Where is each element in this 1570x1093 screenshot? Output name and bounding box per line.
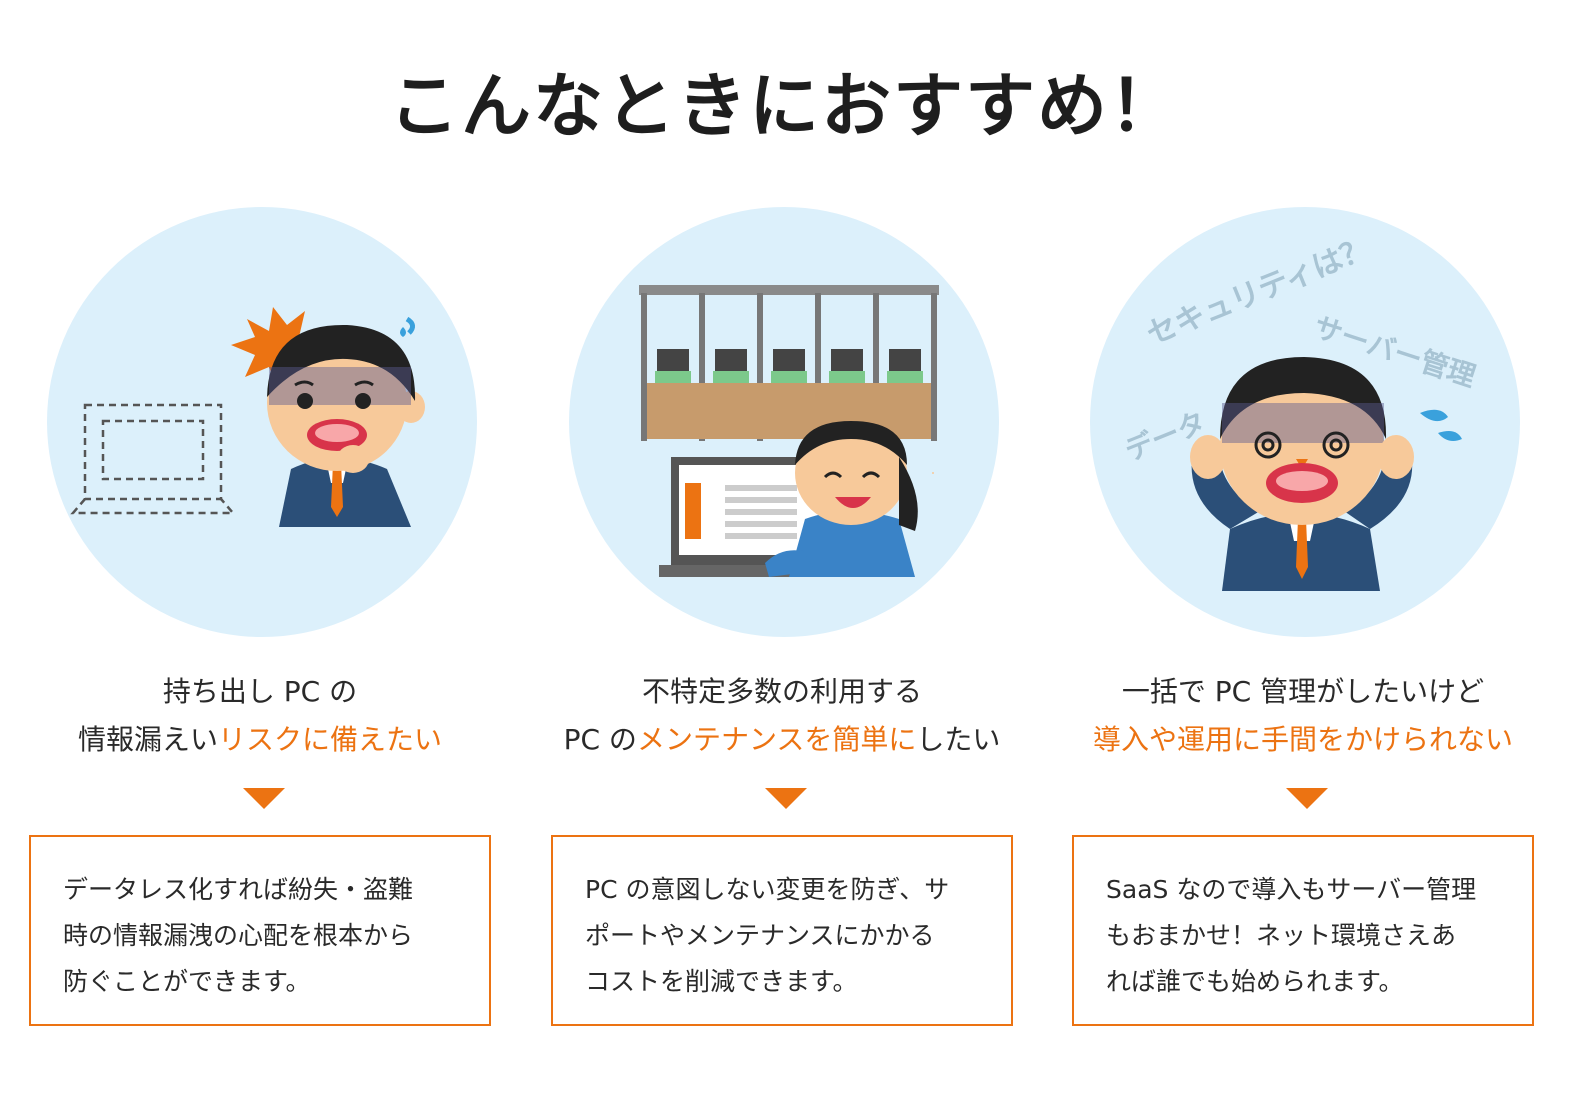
description-line: 時の情報漏洩の心配を根本から xyxy=(63,921,414,950)
recommend-card-3: セキュリティは？ サーバー管理 データ xyxy=(1043,0,1563,1093)
caption-line-1: 一括で PC 管理がしたいけど xyxy=(1121,675,1485,708)
illustration-circle: セキュリティは？ サーバー管理 データ xyxy=(1090,207,1520,637)
description-line: れば誰でも始められます。 xyxy=(1106,967,1404,996)
description-line: 防ぐことができます。 xyxy=(63,967,311,996)
caption-highlight: メンテナンスを簡単に xyxy=(636,723,917,756)
card-caption: 一括で PC 管理がしたいけど 導入や運用に手間をかけられない xyxy=(1043,668,1563,764)
description-box: PC の意図しない変更を防ぎ、サ ポートやメンテナンスにかかる コストを削減でき… xyxy=(551,835,1013,1026)
caption-line-1: 持ち出し PC の xyxy=(162,675,358,708)
card-caption: 持ち出し PC の 情報漏えいリスクに備えたい xyxy=(0,668,520,764)
illustration-circle xyxy=(47,207,477,637)
confused-man-illustration: セキュリティは？ サーバー管理 データ xyxy=(1120,231,1480,591)
caption-plain: したい xyxy=(916,723,1001,756)
description-box: データレス化すれば紛失・盗難 時の情報漏洩の心配を根本から 防ぐことができます。 xyxy=(29,835,491,1026)
description-text: データレス化すれば紛失・盗難 時の情報漏洩の心配を根本から 防ぐことができます。 xyxy=(63,867,473,1005)
caption-plain: PC の xyxy=(563,723,637,756)
caption-plain: 情報漏えい xyxy=(77,723,218,756)
description-line: ポートやメンテナンスにかかる xyxy=(585,921,935,950)
illustration-circle xyxy=(569,207,999,637)
description-line: もおまかせ！ネット環境さえあ xyxy=(1106,921,1457,950)
down-arrow-icon xyxy=(1286,788,1328,809)
description-line: SaaS なので導入もサーバー管理 xyxy=(1106,875,1477,904)
down-arrow-icon xyxy=(765,788,807,809)
description-line: PC の意図しない変更を防ぎ、サ xyxy=(585,875,950,904)
caption-line-2: 情報漏えいリスクに備えたい xyxy=(0,716,520,764)
description-text: PC の意図しない変更を防ぎ、サ ポートやメンテナンスにかかる コストを削減でき… xyxy=(585,867,995,1005)
woman-with-laptop-office-illustration xyxy=(639,285,939,577)
caption-highlight: 導入や運用に手間をかけられない xyxy=(1092,723,1513,756)
description-box: SaaS なので導入もサーバー管理 もおまかせ！ネット環境さえあ れば誰でも始め… xyxy=(1072,835,1534,1026)
caption-line-2: 導入や運用に手間をかけられない xyxy=(1043,716,1563,764)
recommend-card-2: 不特定多数の利用する PC のメンテナンスを簡単にしたい PC の意図しない変更… xyxy=(522,0,1042,1093)
caption-highlight: リスクに備えたい xyxy=(218,723,443,756)
page-title: こんなときにおすすめ！ xyxy=(389,65,1181,147)
caption-line-1: 不特定多数の利用する xyxy=(641,675,922,708)
card-caption: 不特定多数の利用する PC のメンテナンスを簡単にしたい xyxy=(522,668,1042,764)
worried-man-lost-laptop-illustration xyxy=(70,307,425,527)
description-text: SaaS なので導入もサーバー管理 もおまかせ！ネット環境さえあ れば誰でも始め… xyxy=(1106,867,1516,1005)
caption-line-2: PC のメンテナンスを簡単にしたい xyxy=(522,716,1042,764)
down-arrow-icon xyxy=(243,788,285,809)
recommend-card-1: 持ち出し PC の 情報漏えいリスクに備えたい データレス化すれば紛失・盗難 時… xyxy=(0,0,520,1093)
description-line: コストを削減できます。 xyxy=(585,967,858,996)
description-line: データレス化すれば紛失・盗難 xyxy=(63,875,414,904)
